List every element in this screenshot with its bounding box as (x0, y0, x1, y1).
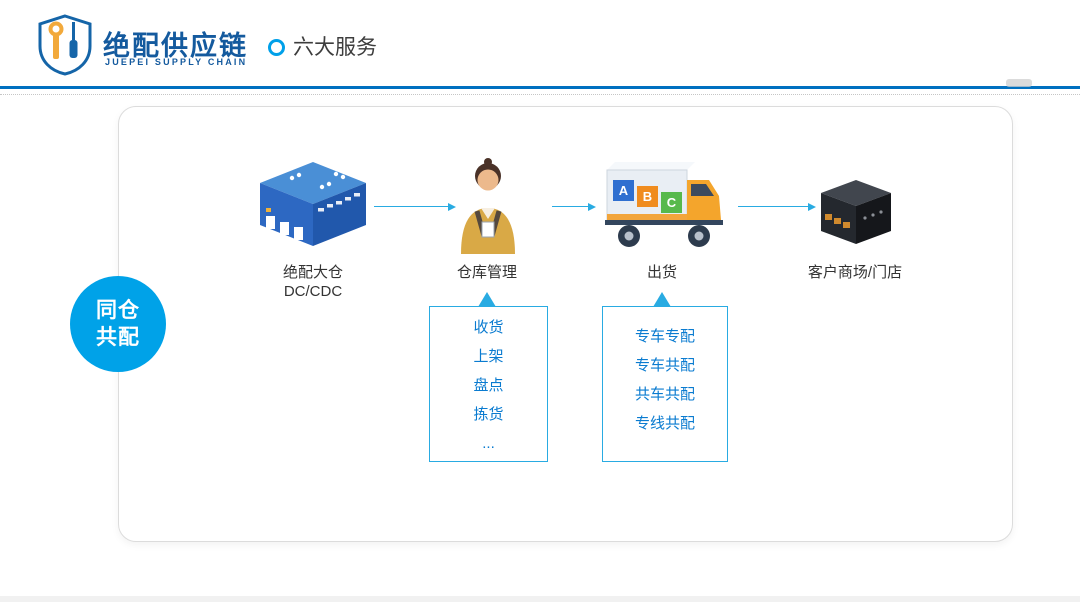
pointer-up-icon (653, 292, 671, 307)
node-label-warehouse: 绝配大仓 DC/CDC (243, 263, 383, 301)
flow-arrow-icon (738, 202, 816, 211)
list-item: 专车专配 (634, 328, 695, 345)
section-title: 六大服务 (293, 36, 377, 59)
node-label-warehouse-mgmt: 仓库管理 (456, 264, 517, 281)
node-label-shipping: 出货 (646, 264, 677, 281)
list-item: 共车共配 (634, 386, 695, 403)
shipping-modes-box: 专车专配 专车共配 共车共配 专线共配 (602, 306, 728, 462)
worker-icon (461, 158, 515, 254)
badge-line2: 共配 (96, 326, 140, 349)
list-item: 上架 (473, 348, 504, 365)
slide-bottom-edge (0, 596, 1080, 602)
truck-letter: A (619, 183, 629, 198)
store-icon (821, 180, 891, 244)
node-label-customer-store: 客户商场/门店 (807, 264, 903, 281)
flow-arrow-icon (552, 202, 596, 211)
diagram-card (118, 106, 1013, 542)
logo-subtitle: JUEPEI SUPPLY CHAIN (105, 57, 248, 67)
list-item: 收货 (473, 319, 504, 336)
logo-shield-icon (38, 14, 92, 76)
list-item: 专车共配 (634, 357, 695, 374)
truck-letter: C (667, 195, 677, 210)
list-item: 盘点 (473, 377, 504, 394)
circle-bullet-icon (268, 39, 285, 56)
pointer-up-icon (478, 292, 496, 307)
header-rule (0, 86, 1080, 89)
node-label-text: 绝配大仓 (282, 264, 343, 281)
corner-mark (1006, 79, 1032, 87)
flow-arrow-icon (374, 202, 456, 211)
truck-icon: A B C (605, 162, 723, 247)
badge-circle: 同仓 共配 (70, 276, 166, 372)
logo-title: 绝配供应链 (103, 31, 248, 61)
warehouse-tasks-box: 收货 上架 盘点 拣货 ... (429, 306, 548, 462)
list-item: 拣货 (473, 406, 504, 423)
truck-letter: B (643, 189, 652, 204)
badge-line1: 同仓 (96, 299, 140, 322)
header-rule-dotted (0, 94, 1080, 95)
list-item: 专线共配 (634, 415, 695, 432)
list-item: ... (482, 435, 495, 452)
node-sublabel-text: DC/CDC (283, 283, 343, 300)
warehouse-icon (260, 162, 366, 246)
